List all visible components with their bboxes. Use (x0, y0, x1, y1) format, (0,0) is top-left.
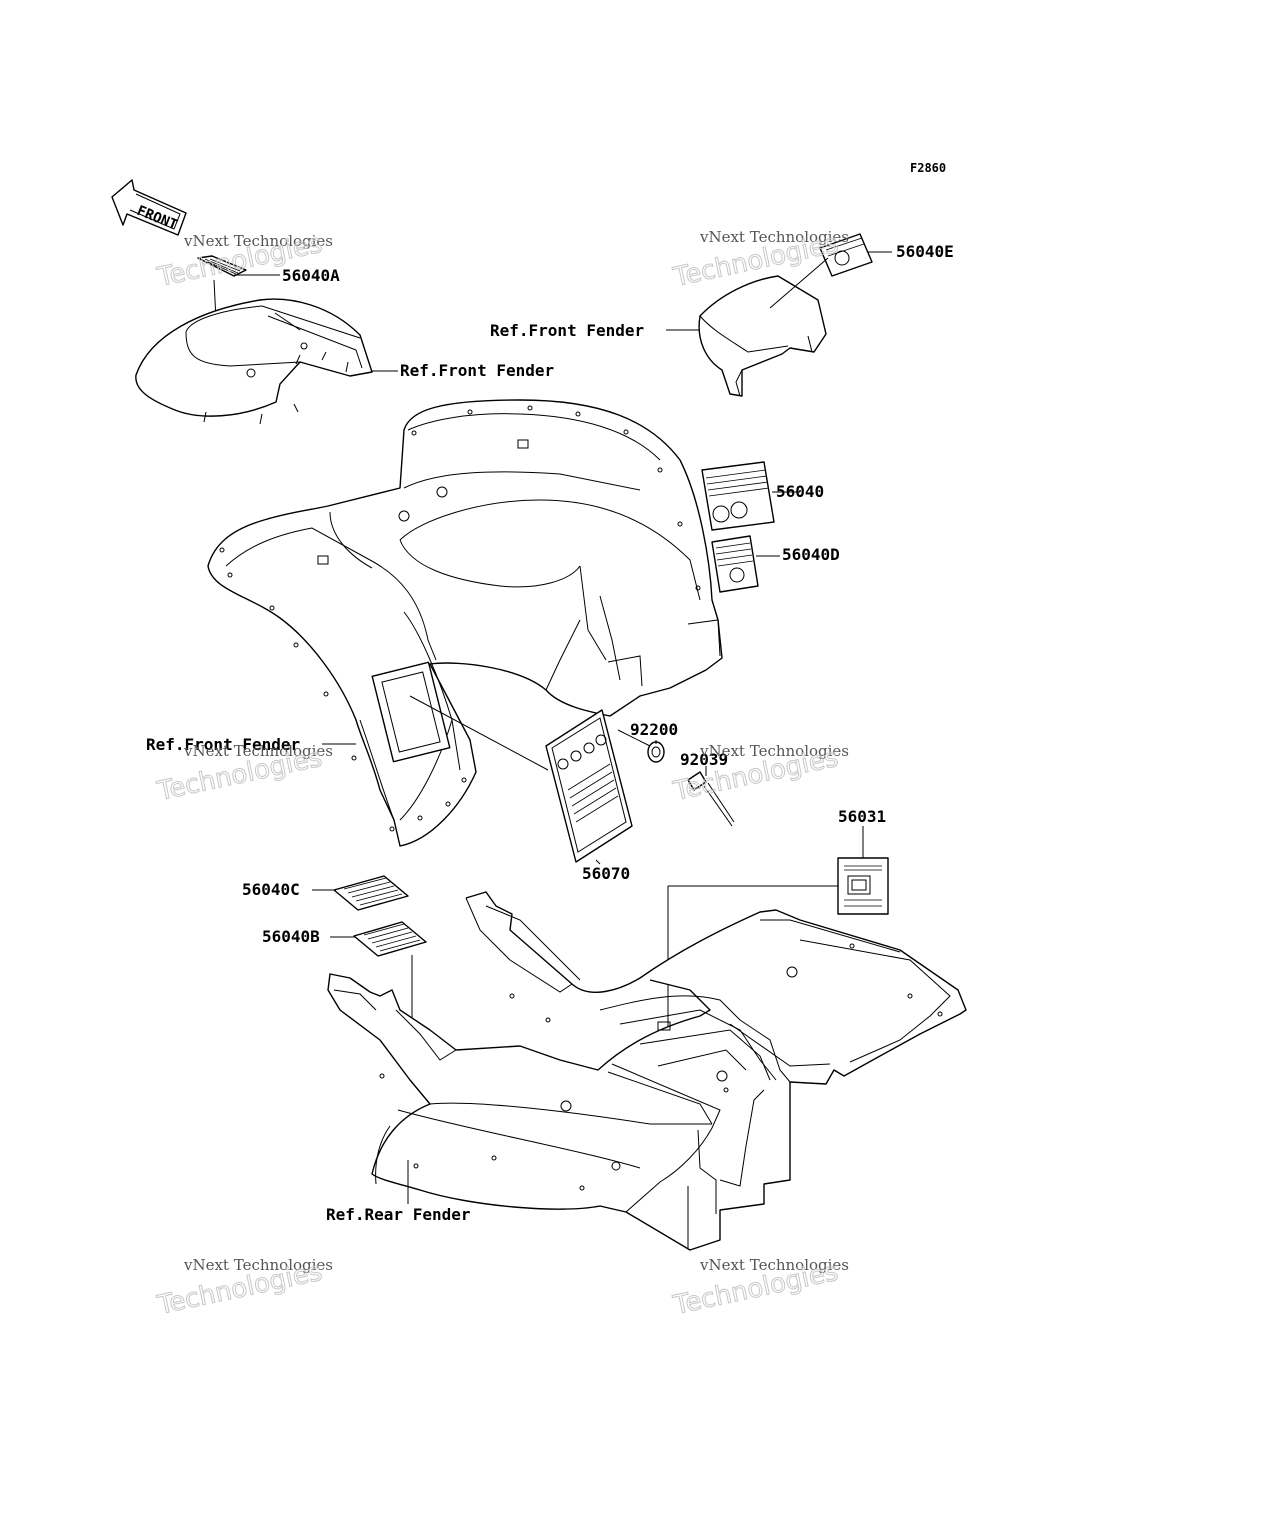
part-number-56040D: 56040D (782, 545, 840, 564)
label-56031 (837, 857, 889, 915)
watermark: vNext Technologies Technologies (670, 1256, 849, 1322)
ref-rear-fender: Ref.Rear Fender (326, 1205, 471, 1224)
part-number-56040A: 56040A (282, 266, 340, 285)
part-number-56070: 56070 (582, 864, 630, 883)
ref-front-fender-top: Ref.Front Fender (490, 321, 644, 340)
label-56040A (197, 255, 247, 277)
ref-front-fender-left: Ref.Front Fender (400, 361, 554, 380)
front-fender-main (207, 399, 723, 847)
front-fender-small (135, 298, 373, 425)
svg-text:vNext Technologies: vNext Technologies (183, 1256, 333, 1274)
front-fender-right (698, 275, 827, 397)
part-number-92039: 92039 (680, 750, 728, 769)
ref-front-fender-middle: Ref.Front Fender (146, 735, 300, 754)
label-56040D (711, 535, 759, 593)
washer-92200 (647, 741, 665, 763)
label-56040B (353, 921, 427, 957)
label-56040 (701, 461, 775, 531)
part-number-56031: 56031 (838, 807, 886, 826)
svg-text:vNext Technologies: vNext Technologies (699, 1256, 849, 1274)
part-number-56040C: 56040C (242, 880, 300, 899)
label-56040C (333, 875, 409, 911)
part-number-56040B: 56040B (262, 927, 320, 946)
part-number-92200: 92200 (630, 720, 678, 739)
svg-text:vNext Technologies: vNext Technologies (699, 228, 849, 246)
svg-text:vNext Technologies: vNext Technologies (183, 232, 333, 250)
label-56070 (545, 709, 633, 863)
part-number-56040E: 56040E (896, 242, 954, 261)
figure-code: F2860 (910, 161, 946, 175)
label-56040E (819, 233, 873, 277)
front-arrow-icon: FRONT (111, 179, 187, 236)
pin-92039 (687, 771, 735, 827)
svg-text:vNext Technologies: vNext Technologies (699, 742, 849, 760)
part-number-56040: 56040 (776, 482, 824, 501)
svg-text:vNext Technologies: vNext Technologies (183, 742, 333, 760)
rear-fender (327, 891, 967, 1251)
watermark: vNext Technologies Technologies (154, 1256, 333, 1322)
